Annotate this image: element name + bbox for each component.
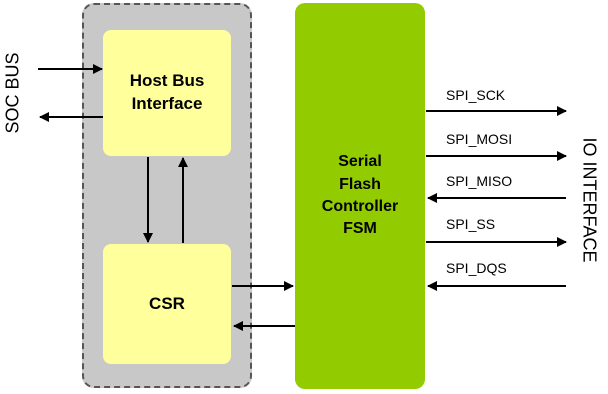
host-bus-interface-block: Host Bus Interface [103, 30, 231, 156]
signal-label-spi-sck: SPI_SCK [446, 87, 506, 103]
io-interface-label: IO INTERFACE [579, 137, 600, 263]
signal-label-spi-ss: SPI_SS [446, 216, 496, 232]
csr-block: CSR [103, 244, 231, 364]
signal-label-spi-dqs: SPI_DQS [446, 260, 507, 276]
fsm-block: Serial Flash Controller FSM [295, 3, 425, 389]
fsm-label: Serial Flash Controller FSM [321, 153, 399, 238]
host-bus-interface-label: Host Bus Interface [129, 71, 205, 113]
csr-label: CSR [149, 293, 185, 313]
soc-bus-label: SOC BUS [2, 52, 23, 134]
signal-label-spi-miso: SPI_MISO [446, 173, 513, 189]
signal-label-spi-mosi: SPI_MOSI [446, 131, 513, 147]
